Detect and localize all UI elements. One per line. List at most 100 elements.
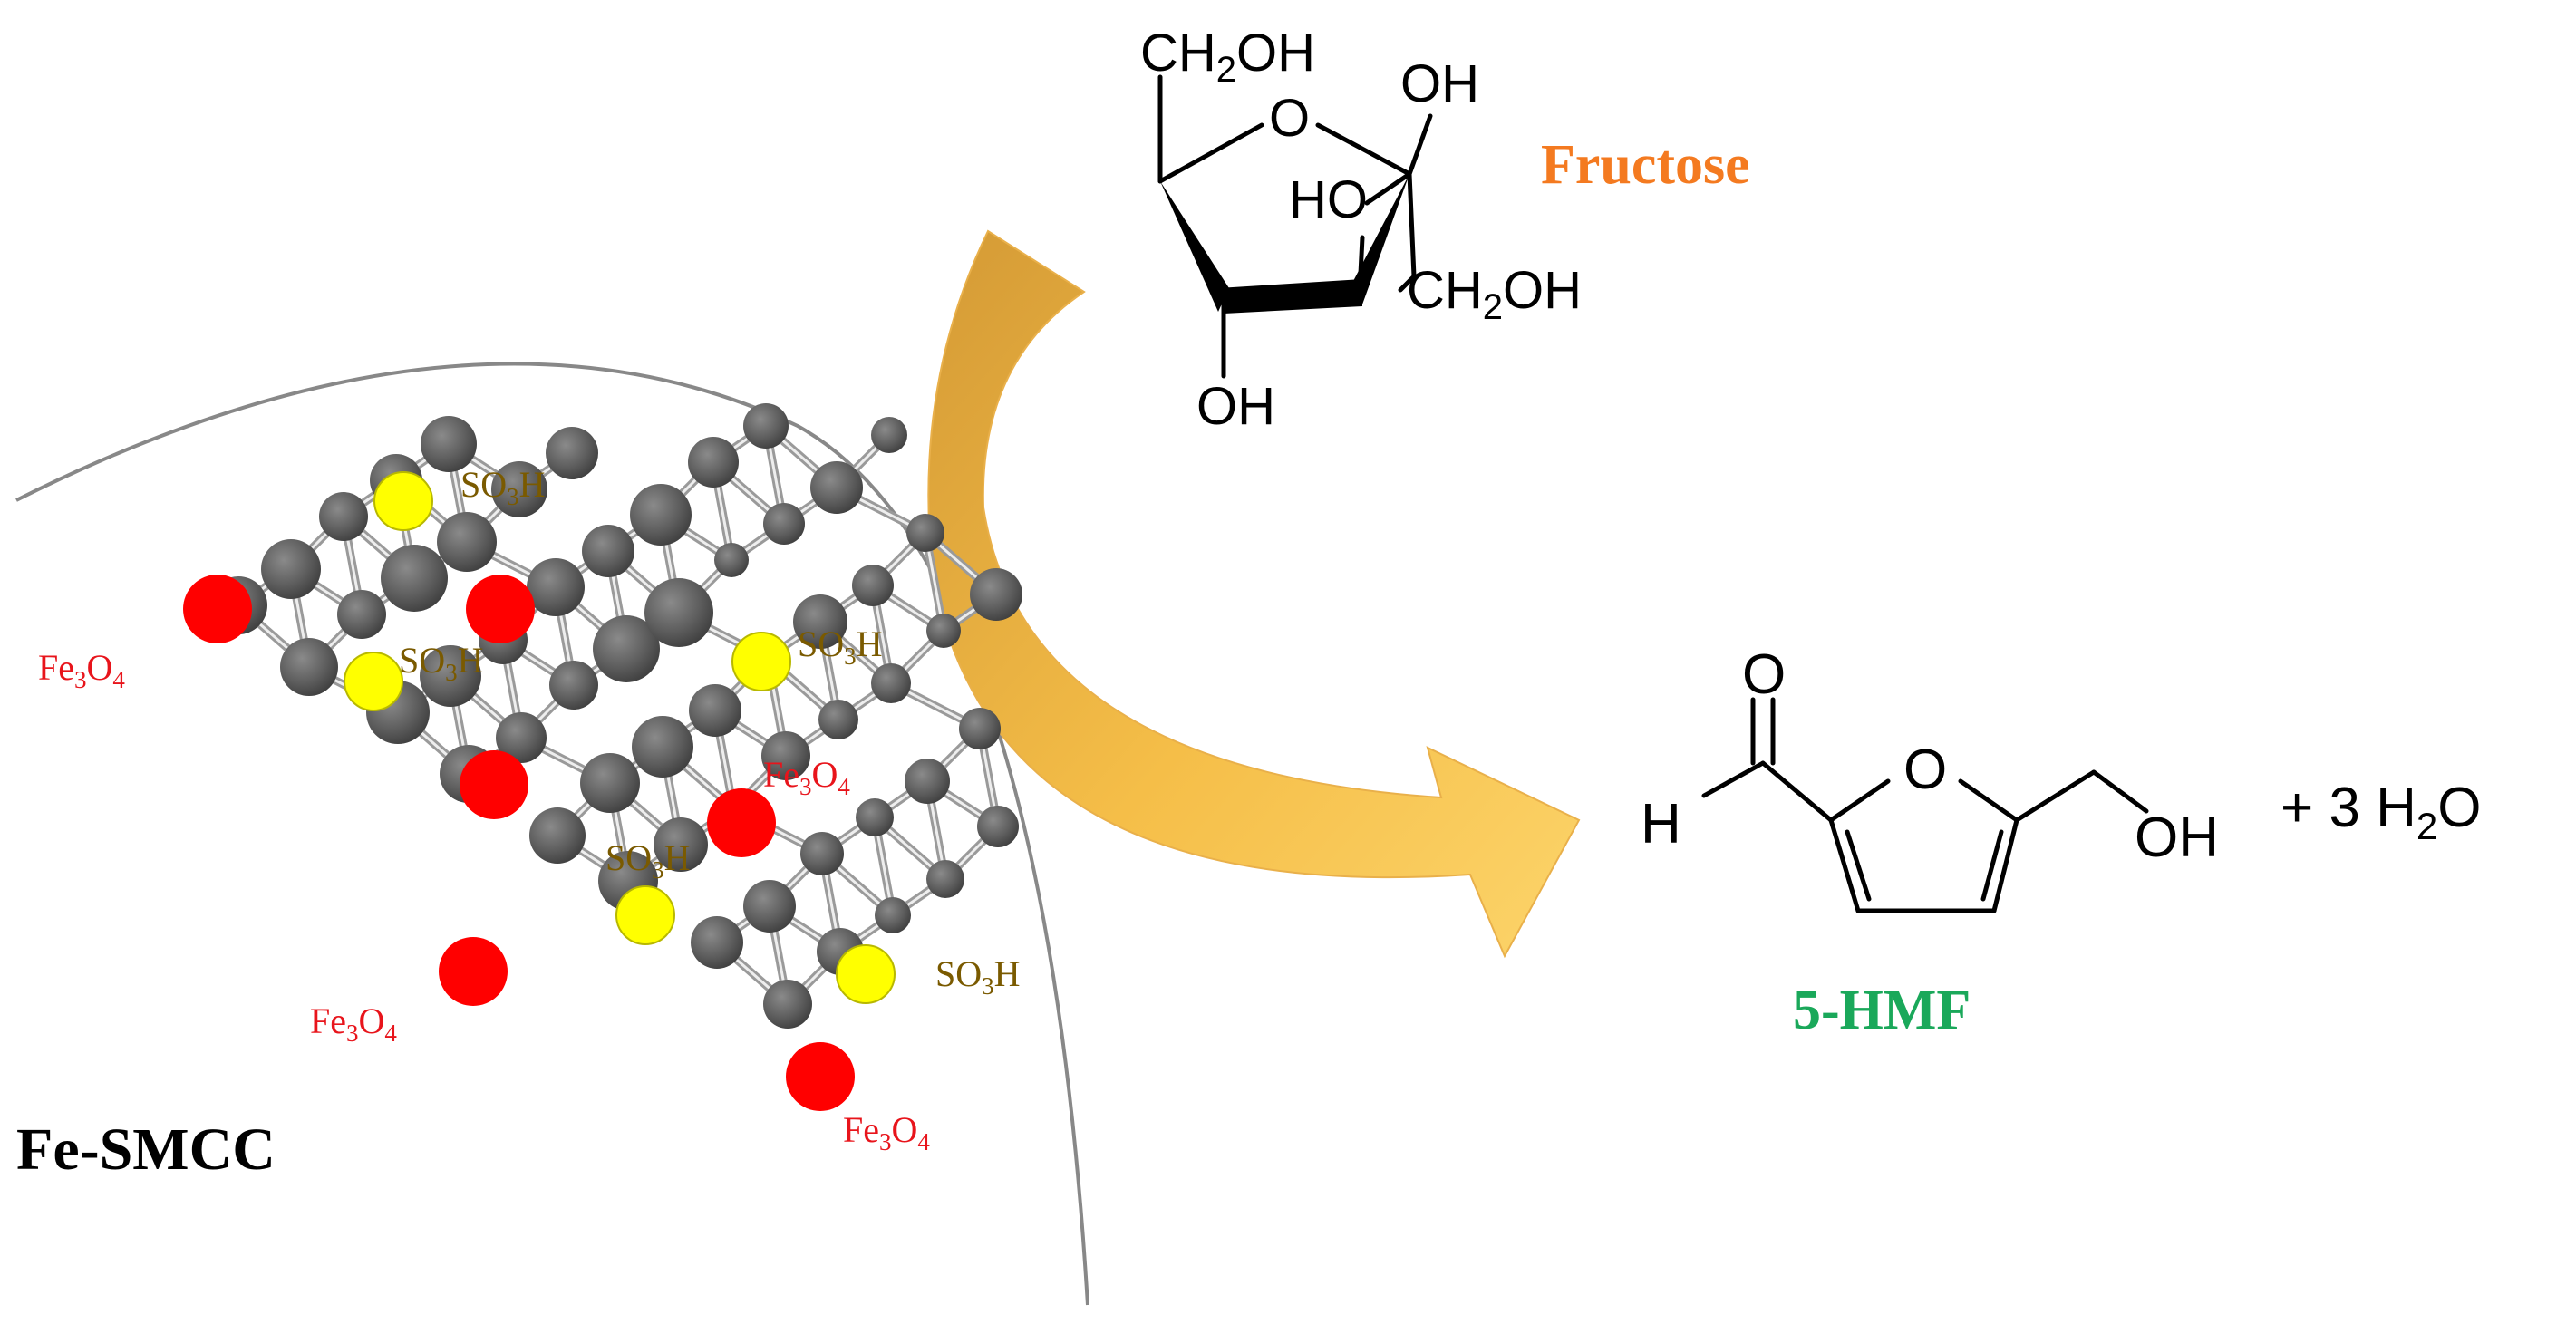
bond [1364,171,1412,206]
catalyst-labels: Fe3O4 Fe3O4 Fe3O4 Fe3O4 SO3H SO3H SO3H S… [38,464,1021,1155]
carbon-atom [793,594,847,649]
carbon-atom [261,539,321,599]
fructose-wedge-bond [1160,181,1229,312]
fe3o4-site [439,937,508,1006]
carbon-atom [437,512,497,572]
so3h-site [836,944,896,1004]
fructose-atom-labels: O CH2OH OH HO CH2OH OH [1140,24,1582,436]
so3h-site [615,885,675,945]
fe3o4-site [707,788,776,857]
so3h-site [373,471,433,531]
so3h-label: SO3H [798,624,883,670]
carbon-atom [644,578,713,647]
bond [2091,769,2149,814]
bond [1980,829,2004,902]
bond [1407,113,1433,177]
carbon-atom [688,437,739,488]
so3h-site [731,632,791,691]
fe3o4-label: Fe3O4 [843,1109,930,1155]
atom-label: CH2OH [1407,261,1582,327]
catalyst-name: Fe-SMCC [16,1116,276,1183]
atom-label: HO [1289,170,1368,229]
carbon-atom [691,916,743,969]
atom-label: O [1269,89,1310,148]
carbon-atom [630,484,692,546]
carbon-atom [926,860,964,898]
bond [1701,760,1766,798]
carbon-atom [714,543,749,577]
carbon-atom [818,700,858,740]
atom-label: O [1742,643,1786,706]
carbon-atom [582,525,634,577]
carbon-atom [743,880,796,933]
carbon-atom [926,614,961,648]
carbon-atom [632,716,693,778]
carbon-atom [800,832,844,875]
so3h-site [344,652,403,711]
carbon-atom [654,817,708,872]
carbon-atom [549,661,598,710]
carbon-atom [491,461,547,517]
support-particle-outline [15,362,1089,1306]
so3h-label: SO3H [399,640,484,686]
atom-label: CH2OH [1140,24,1315,90]
coproduct-water: + 3 H2O [2281,777,2482,847]
hmf-atom-labels: O H O OH [1641,643,2219,869]
carbon-atom [977,806,1019,847]
carbon-atom [337,590,386,639]
atom-label: H [1641,793,1681,856]
atom-label: OH [2135,807,2219,869]
carbon-atom [761,731,810,780]
carbon-atom [856,798,894,836]
fructose-label: Fructose [1541,134,1750,196]
carbon-atom [580,753,640,813]
carbon-atom [421,416,477,472]
fe3o4-site [460,750,528,819]
bond [1958,778,2019,823]
carbon-atom [743,403,789,449]
carbon-atom [875,897,911,933]
carbon-atom [871,417,907,453]
carbon-atom [420,645,481,707]
graphene-atoms [183,403,1022,1111]
so3h-label: SO3H [605,837,691,884]
fe3o4-label: Fe3O4 [38,647,125,693]
fe3o4-label: Fe3O4 [310,1000,397,1047]
carbon-atom [906,514,944,552]
carbon-atom [527,558,585,616]
bond [1845,829,1872,902]
fructose-bold-bond [1218,279,1362,314]
carbon-atom [689,684,741,737]
carbon-atom [852,565,894,606]
fructose-wedge-bond [1352,174,1409,304]
carbon-atom [319,492,368,541]
bond [1991,817,2019,914]
bond [1760,760,1834,823]
bond [1157,122,1264,184]
carbon-atom [810,461,863,514]
reaction-arrow-body [927,229,1581,959]
bond [1828,817,1861,914]
bond [1398,274,1417,293]
carbon-atom [496,712,547,763]
carbon-atom [529,807,586,864]
atom-label: O [1903,739,1947,801]
bond [1315,122,1412,177]
fe3o4-site [786,1042,855,1111]
fe3o4-site [183,575,252,643]
fe3o4-site [466,575,535,643]
fe3o4-label: Fe3O4 [763,754,850,800]
carbon-atom [970,568,1022,621]
bond [1407,171,1417,279]
so3h-label: SO3H [935,953,1021,1000]
carbon-atom [280,638,338,696]
atom-label: OH [1196,377,1275,436]
carbon-atom [871,663,911,703]
so3h-label: SO3H [460,464,546,510]
atom-label: OH [1400,54,1479,113]
hmf-label: 5-HMF [1793,980,1971,1041]
bond [1828,778,1891,823]
carbon-atom [905,759,950,804]
